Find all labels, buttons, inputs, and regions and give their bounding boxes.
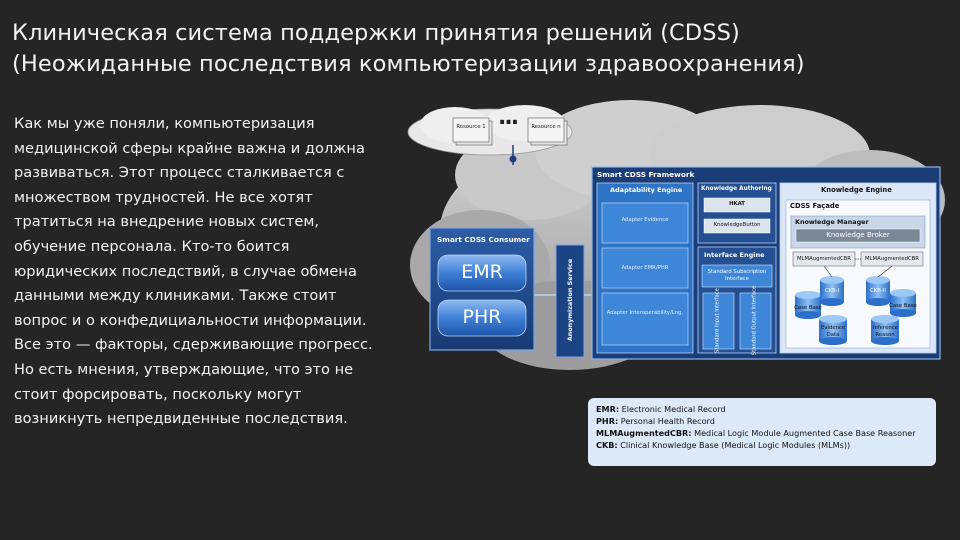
knowledge-manager-label: Knowledge Manager (795, 218, 869, 226)
adapter-evidence: Adapter Evidence (621, 217, 669, 223)
interface-title: Interface Engine (704, 251, 765, 259)
title-line-1: Клиническая система поддержки принятия р… (12, 20, 740, 46)
diagram-graphics (407, 100, 945, 370)
resource-n-label: Resource n (531, 124, 561, 130)
legend-abbr: CKB: (596, 440, 618, 450)
case-base-2-label: Case Base (889, 303, 917, 309)
resource-cloud (407, 105, 573, 156)
slide-title: Клиническая система поддержки принятия р… (12, 18, 942, 80)
legend-abbr: EMR: (596, 404, 620, 414)
connector-dot (509, 155, 517, 163)
mlm-cbr-2: MLMAugmentedCBR (865, 256, 919, 262)
adapter-emr-phr: Adapter EMR/PHR (621, 265, 669, 271)
legend-row-ckb: CKB: Clinical Knowledge Base (Medical Lo… (596, 439, 928, 451)
cdss-architecture-diagram: Resource 1 ... Resource n Smart CDSS Con… (400, 95, 945, 470)
inference-reason-label: Inference Reason (873, 325, 898, 338)
anonymization-bar (555, 244, 585, 358)
adaptability-title: Adaptability Engine (610, 186, 683, 194)
ckb-2-label: CKB-II (870, 288, 886, 294)
legend-text: Medical Logic Module Augmented Case Base… (691, 428, 916, 438)
input-interface: Standard Input Interface (714, 288, 721, 353)
legend-abbr: MLMAugmentedCBR: (596, 428, 692, 438)
adapter-interoperability: Adapter Interoperability/Lng. (606, 310, 684, 316)
output-interface: Standard Output Interface (751, 285, 758, 356)
legend-text: Electronic Medical Record (619, 404, 726, 414)
authoring-title: Knowledge Authoring (701, 186, 772, 192)
resource-1-label: Resource 1 (456, 124, 486, 130)
knowledge-broker-label: Knowledge Broker (826, 231, 890, 239)
consumer-title: Smart CDSS Consumer (437, 235, 530, 244)
title-line-2: (Неожиданные последствия компьютеризации… (12, 51, 805, 77)
case-base-1-label: Case Base (794, 305, 822, 311)
legend-row-phr: PHR: Personal Health Record (596, 415, 928, 427)
anonymization-label: Anonymization Service (566, 258, 574, 342)
legend-text: Personal Health Record (618, 416, 715, 426)
knowledge-engine-title: Knowledge Engine (821, 186, 892, 194)
legend-text: Clinical Knowledge Base (Medical Logic M… (617, 440, 851, 450)
legend-row-mlm: MLMAugmentedCBR: Medical Logic Module Au… (596, 427, 928, 439)
resource-dots: ... (498, 105, 519, 130)
legend-abbr: PHR: (596, 416, 619, 426)
evidence-data-label: Evidence Data (821, 325, 846, 338)
body-paragraph: Как мы уже поняли, компьютеризация медиц… (14, 115, 373, 428)
emr-label: EMR (461, 261, 503, 283)
subscription-interface: Standard Subscription Interface (707, 269, 767, 282)
consumer-box (429, 227, 535, 351)
cdss-facade-label: CDSS Façade (790, 202, 840, 210)
legend-box: EMR: Electronic Medical Record PHR: Pers… (588, 398, 936, 466)
framework-title: Smart CDSS Framework (597, 170, 695, 179)
knowledgebutton-label: KnowledgeButton (713, 222, 761, 228)
phr-label: PHR (462, 306, 502, 328)
mlm-cbr-1: MLMAugmentedCBR (797, 256, 851, 262)
legend-row-emr: EMR: Electronic Medical Record (596, 403, 928, 415)
framework-box (591, 166, 941, 360)
hkat-label: HKAT (729, 201, 745, 207)
ckb-1-label: CKB-I (824, 288, 840, 294)
cylinders (795, 276, 916, 345)
